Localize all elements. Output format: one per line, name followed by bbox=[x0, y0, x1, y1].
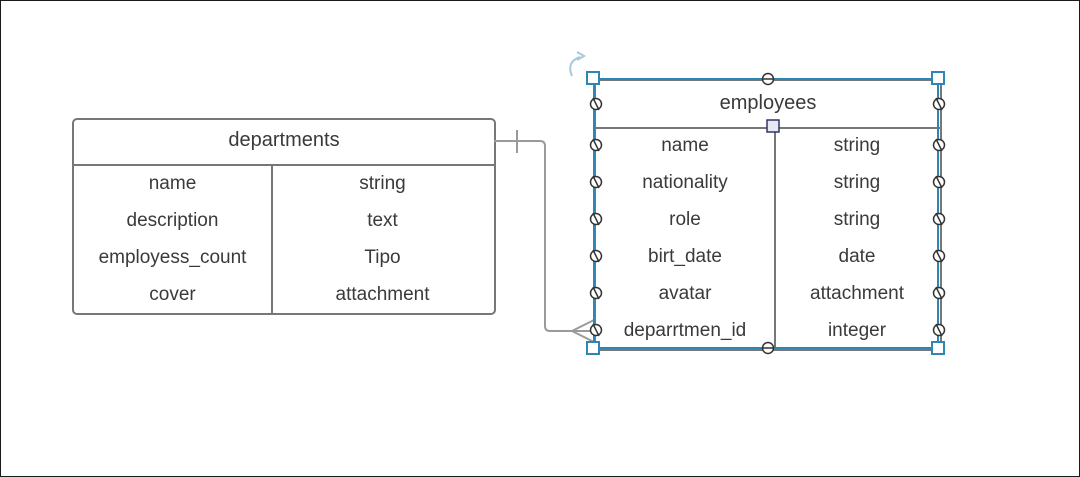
selection-outline bbox=[593, 78, 939, 349]
field-name: avatar bbox=[658, 282, 712, 304]
connection-point-ticks bbox=[592, 78, 943, 349]
rotate-icon[interactable] bbox=[569, 51, 587, 77]
entity-departments[interactable]: departments name string description text… bbox=[72, 118, 496, 315]
field-row[interactable]: name string bbox=[596, 127, 940, 164]
field-type: Tipo bbox=[364, 246, 401, 268]
column-divider bbox=[271, 164, 273, 313]
field-type: attachment bbox=[335, 283, 430, 305]
field-type: attachment bbox=[810, 282, 904, 304]
field-type: string bbox=[833, 208, 881, 230]
field-row[interactable]: birt_date date bbox=[596, 238, 940, 275]
field-type: string bbox=[359, 172, 406, 194]
field-type: string bbox=[833, 171, 881, 193]
field-type: integer bbox=[827, 319, 887, 341]
connection-points[interactable] bbox=[589, 72, 946, 355]
resize-handle-top-left[interactable] bbox=[586, 71, 600, 85]
resize-handle-top-right[interactable] bbox=[931, 71, 945, 85]
field-type: date bbox=[838, 245, 876, 267]
field-name: role bbox=[669, 208, 701, 230]
field-row[interactable]: cover attachment bbox=[74, 276, 494, 313]
field-name: description bbox=[126, 209, 219, 231]
field-row[interactable]: avatar attachment bbox=[596, 275, 940, 312]
field-type: string bbox=[833, 134, 881, 156]
resize-handle-bottom-right[interactable] bbox=[931, 341, 945, 355]
relationship-connector[interactable] bbox=[494, 140, 592, 332]
field-name: birt_date bbox=[648, 245, 722, 267]
cardinality-many-marker bbox=[571, 319, 595, 343]
field-row[interactable]: role string bbox=[596, 201, 940, 238]
field-row[interactable]: employess_count Tipo bbox=[74, 239, 494, 276]
field-name: name bbox=[661, 134, 709, 156]
field-row[interactable]: name string bbox=[74, 165, 494, 202]
field-row[interactable]: deparrtmen_id integer bbox=[596, 312, 940, 349]
field-name: cover bbox=[149, 283, 196, 305]
field-name: deparrtmen_id bbox=[623, 319, 747, 341]
field-name: employess_count bbox=[98, 246, 247, 268]
field-name: nationality bbox=[642, 171, 728, 193]
field-list: name string nationality string role stri… bbox=[596, 127, 940, 349]
entity-title: departments bbox=[74, 120, 494, 166]
column-resize-handle[interactable] bbox=[766, 119, 780, 133]
field-row[interactable]: description text bbox=[74, 202, 494, 239]
column-divider bbox=[774, 127, 776, 349]
field-name: name bbox=[148, 172, 197, 194]
field-list: name string description text employess_c… bbox=[74, 165, 494, 313]
field-type: text bbox=[367, 209, 398, 231]
resize-handle-bottom-left[interactable] bbox=[586, 341, 600, 355]
field-row[interactable]: nationality string bbox=[596, 164, 940, 201]
